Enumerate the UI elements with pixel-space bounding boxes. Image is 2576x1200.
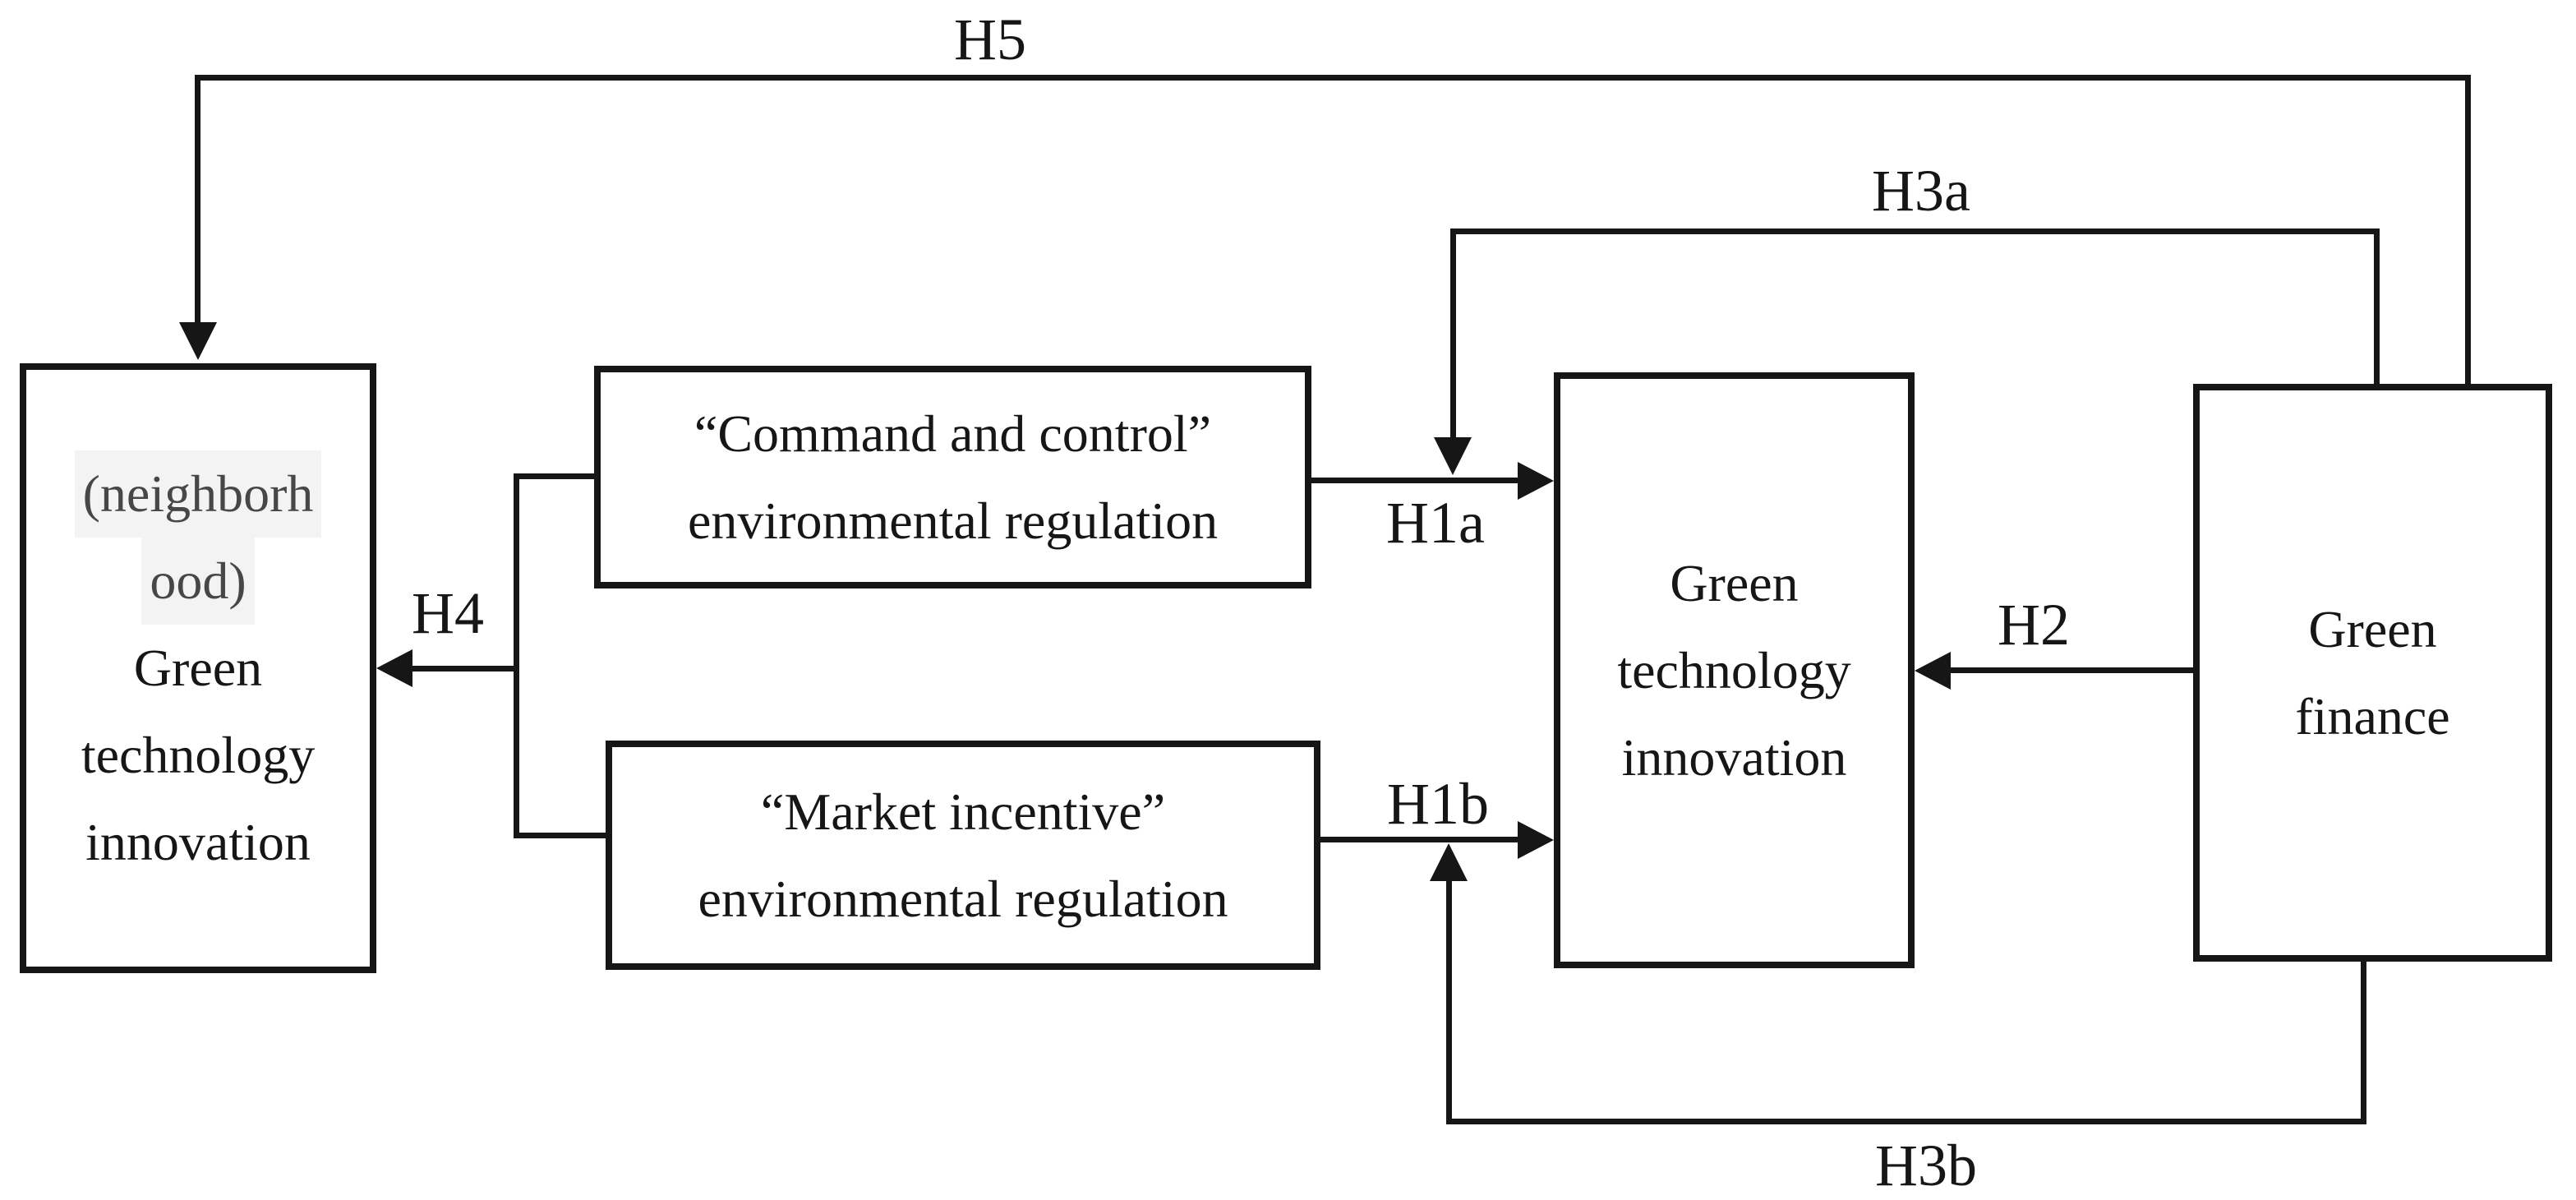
h4-arrowhead [376,649,412,687]
h4-label: H4 [412,580,484,646]
neighborhood-text-line3: Green [133,639,263,697]
h4-arrow-line [408,666,519,672]
neighborhood-text-line1: (neighborh [74,450,322,538]
h3b-arrow-left-vertical-line [1446,878,1452,1124]
h2-label: H2 [1998,592,2070,658]
market-incentive-text-line1: “Market incentive” [760,782,1166,841]
market-incentive-regulation-box: “Market incentive” environmental regulat… [606,741,1320,970]
neighborhood-green-tech-innovation-box: (neighborh ood) Green technology innovat… [20,363,376,973]
h2-arrowhead [1915,652,1951,690]
h3a-arrow-right-vertical-line [2374,228,2380,384]
neighborhood-text-line4: technology [81,726,316,784]
h5-arrowhead [179,322,217,360]
h5-arrow-right-vertical-line [2465,75,2471,384]
command-control-regulation-box: “Command and control” environmental regu… [594,366,1311,588]
h4-bracket-bottom-stub-line [514,833,606,838]
h5-arrow-horizontal-line [195,75,2471,81]
green-tech-innovation-box: Green technology innovation [1554,372,1915,968]
h1a-arrowhead [1518,462,1554,500]
h4-bracket-vertical-line [514,473,519,838]
command-control-text-line1: “Command and control” [694,404,1212,463]
h1b-arrow-line [1320,837,1518,842]
h3a-arrowhead [1434,437,1472,475]
gti-text-line1: Green [1670,553,1799,612]
h4-bracket-top-stub-line [514,473,594,479]
h2-arrow-line [1947,667,2193,673]
h5-label: H5 [954,7,1026,72]
h1b-label: H1b [1387,771,1489,837]
h1b-arrowhead [1518,821,1554,859]
green-finance-text-line2: finance [2295,686,2450,745]
h3b-arrow-right-vertical-line [2361,962,2366,1124]
h3a-arrow-horizontal-line [1450,228,2380,234]
h5-arrow-left-vertical-line [195,75,200,322]
h1a-arrow-line [1311,478,1518,483]
neighborhood-text-line5: innovation [85,813,311,871]
h3a-arrow-left-vertical-line [1450,228,1456,437]
command-control-text-line2: environmental regulation [687,491,1219,550]
h3b-label: H3b [1875,1133,1977,1198]
gti-text-line3: innovation [1621,727,1847,787]
neighborhood-text-line2: ood) [141,538,255,625]
gti-text-line2: technology [1617,640,1851,699]
market-incentive-text-line2: environmental regulation [698,869,1228,928]
green-finance-text-line1: Green [2308,599,2437,658]
h1a-label: H1a [1386,490,1485,556]
h3b-arrow-horizontal-line [1446,1119,2366,1124]
h3a-label: H3a [1872,158,1970,224]
h3b-arrowhead [1430,843,1468,881]
green-finance-box: Green finance [2193,384,2552,962]
